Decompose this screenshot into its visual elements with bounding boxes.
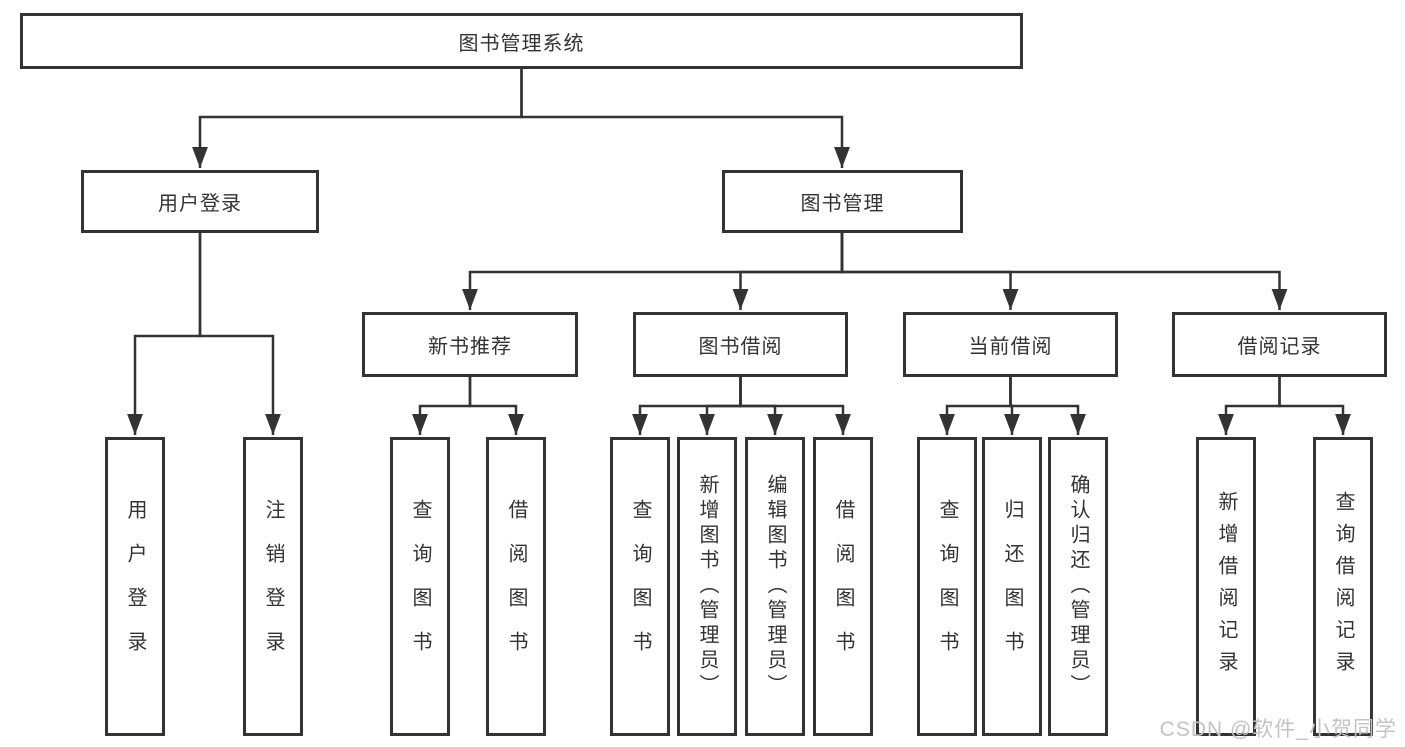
leaf-query-books-current: 查询图书 xyxy=(917,437,977,736)
edge-records-leaf1 xyxy=(1218,377,1281,435)
node-book-management-label: 图书管理 xyxy=(800,193,885,215)
leaf-confirm-return-admin-label: 确认归还（管理员） xyxy=(1067,474,1089,699)
leaf-logout-label: 注销登录 xyxy=(262,498,284,675)
node-library-system-label: 图书管理系统 xyxy=(458,32,585,55)
edge-root-user-login xyxy=(192,69,523,168)
leaf-edit-books-admin-label: 编辑图书（管理员） xyxy=(764,474,786,699)
edge-userlogin-leaf-login xyxy=(127,233,202,435)
node-borrow-records-label: 借阅记录 xyxy=(1237,336,1322,358)
edge-current-leaf1 xyxy=(939,377,1012,435)
leaf-query-books-borrow: 查询图书 xyxy=(610,437,670,736)
node-user-login: 用户登录 xyxy=(81,170,319,233)
leaf-add-books-admin-label: 新增图书（管理员） xyxy=(696,474,718,699)
node-book-borrow: 图书借阅 xyxy=(633,312,848,377)
edge-newbook-leaf2 xyxy=(468,377,525,435)
leaf-query-books-current-label: 查询图书 xyxy=(936,498,958,675)
node-current-borrow: 当前借阅 xyxy=(903,312,1118,377)
node-library-system: 图书管理系统 xyxy=(20,13,1023,69)
csdn-watermark: CSDN @软件_小贺同学 xyxy=(1159,718,1397,741)
edge-newbook-leaf1 xyxy=(412,377,472,435)
leaf-logout: 注销登录 xyxy=(243,437,303,736)
edge-records-leaf2 xyxy=(1278,377,1352,435)
edge-mgmt-borrow xyxy=(732,233,844,310)
node-book-management: 图书管理 xyxy=(722,170,963,233)
edge-mgmt-records xyxy=(840,233,1288,310)
edge-userlogin-leaf-logout xyxy=(198,233,282,435)
leaf-borrow-books-borrow: 借阅图书 xyxy=(813,437,873,736)
node-user-login-label: 用户登录 xyxy=(158,193,242,215)
node-book-borrow-label: 图书借阅 xyxy=(698,336,783,358)
node-borrow-records: 借阅记录 xyxy=(1172,312,1387,377)
leaf-borrow-books-newbook: 借阅图书 xyxy=(486,437,546,736)
edge-current-leaf3 xyxy=(1009,377,1087,435)
leaf-add-borrow-record-label: 新增借阅记录 xyxy=(1215,490,1237,683)
leaf-return-books: 归还图书 xyxy=(982,437,1042,736)
leaf-add-books-admin: 新增图书（管理员） xyxy=(677,437,737,736)
leaf-confirm-return-admin: 确认归还（管理员） xyxy=(1048,437,1108,736)
leaf-query-books-borrow-label: 查询图书 xyxy=(629,498,651,675)
node-current-borrow-label: 当前借阅 xyxy=(968,336,1053,358)
node-new-book-recommend-label: 新书推荐 xyxy=(428,336,512,358)
leaf-borrow-books-borrow-label: 借阅图书 xyxy=(832,498,854,675)
leaf-query-books-newbook: 查询图书 xyxy=(390,437,450,736)
leaf-borrow-books-newbook-label: 借阅图书 xyxy=(505,498,527,675)
edge-root-book-mgmt xyxy=(520,69,851,168)
leaf-user-login-label: 用户登录 xyxy=(124,498,146,675)
node-new-book-recommend: 新书推荐 xyxy=(362,312,578,377)
edge-borrow-leaf4 xyxy=(739,377,852,435)
leaf-add-borrow-record: 新增借阅记录 xyxy=(1196,437,1256,736)
leaf-query-borrow-record-label: 查询借阅记录 xyxy=(1332,490,1354,683)
leaf-return-books-label: 归还图书 xyxy=(1001,498,1023,675)
leaf-query-borrow-record: 查询借阅记录 xyxy=(1313,437,1373,736)
leaf-user-login: 用户登录 xyxy=(105,437,165,736)
edge-borrow-leaf2 xyxy=(699,377,742,435)
leaf-edit-books-admin: 编辑图书（管理员） xyxy=(745,437,805,736)
leaf-query-books-newbook-label: 查询图书 xyxy=(409,498,431,675)
